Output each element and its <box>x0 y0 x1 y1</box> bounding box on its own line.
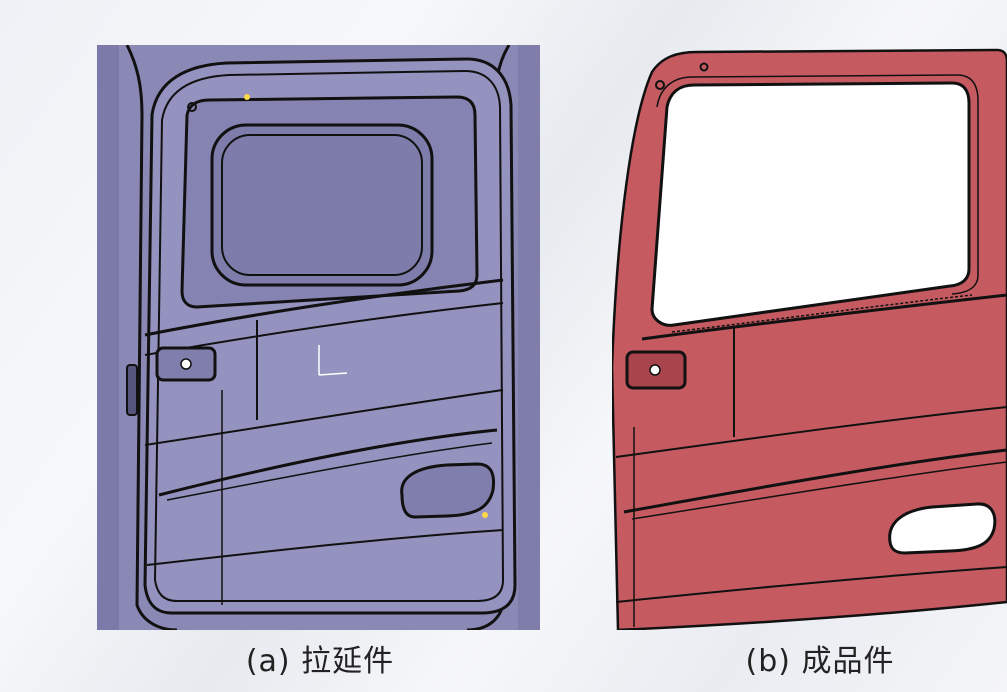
door-pocket <box>400 462 496 519</box>
pilot-hole <box>655 80 665 90</box>
hinge-area <box>126 364 138 416</box>
window-frame-line <box>656 74 979 295</box>
caption-drawing-part: (a) 拉延件 <box>245 644 395 679</box>
character-line-2 <box>623 448 1007 514</box>
finished-part-figure <box>612 47 1007 630</box>
belt-line <box>641 293 1007 341</box>
drawing-part-figure <box>97 45 540 630</box>
character-line-1 <box>144 389 504 446</box>
marker-dot-bottom <box>482 512 488 518</box>
pilot-hole <box>187 102 197 112</box>
marker-dot-top <box>244 94 250 100</box>
handle-hole <box>649 364 661 376</box>
character-line-1 <box>615 406 1007 458</box>
belt-line <box>144 278 504 337</box>
caption-finished-part: (b) 成品件 <box>745 644 895 679</box>
door-pocket <box>888 502 997 555</box>
sheet-edge-right <box>518 45 540 630</box>
window-opening <box>650 81 971 327</box>
window-opening <box>210 123 434 287</box>
binder-line-left <box>125 45 178 630</box>
character-line-3 <box>166 442 493 501</box>
character-line-2 <box>158 428 498 497</box>
character-line-4 <box>615 566 1007 603</box>
door-panel-inner-outline <box>153 69 505 602</box>
character-line-4 <box>146 529 504 566</box>
character-line-3 <box>631 461 1007 520</box>
handle-hole <box>180 358 192 370</box>
window-inner-line <box>221 134 423 276</box>
sheet-edge-left <box>97 45 119 630</box>
finished-part-svg <box>612 48 1007 630</box>
pilot-hole-2 <box>699 62 709 72</box>
drawing-part-svg <box>97 45 540 630</box>
axis-triad <box>318 345 348 376</box>
belt-seal <box>671 294 973 333</box>
